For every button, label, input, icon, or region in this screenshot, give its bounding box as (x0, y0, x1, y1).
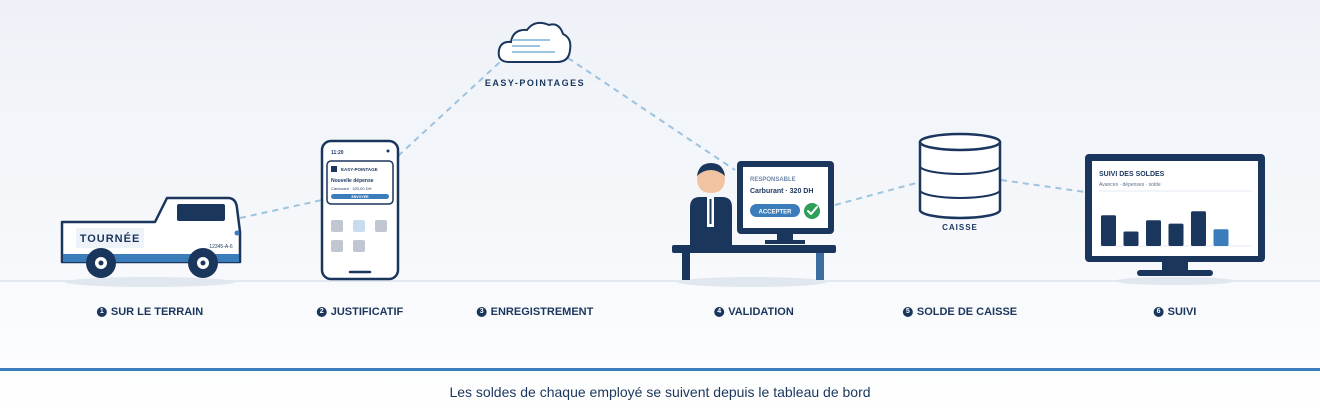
step-4: 4 VALIDATION (714, 306, 794, 318)
step-6: 6 SUIVI (1153, 306, 1197, 318)
step-5-label: SOLDE DE CAISSE (916, 306, 1018, 318)
dashboard-monitor-illustration (1085, 154, 1265, 285)
connector-truck-phone (239, 199, 323, 219)
validation-item: Carburant · 320 DH (750, 188, 813, 195)
step-3-label: ENREGISTREMENT (490, 306, 594, 318)
divider-line (0, 368, 1320, 371)
step-6-label: SUIVI (1167, 306, 1197, 318)
connector-phone-cloud (397, 61, 501, 157)
step-1: 1 SUR LE TERRAIN (96, 306, 204, 318)
step-labels: 1 SUR LE TERRAIN 2 JUSTIFICATIF 3 ENREGI… (0, 306, 1320, 326)
connector-cash-dashboard (1000, 179, 1086, 193)
dashboard-bar (1101, 215, 1116, 246)
cash-database-icon (918, 132, 1002, 220)
connector-cloud-validation (567, 57, 736, 171)
step-1-number: 1 (96, 307, 107, 317)
truck-plate: 12345-A-6 (209, 244, 233, 250)
cash-label: CAISSE (942, 223, 978, 232)
phone-time: 11:20 (331, 150, 344, 156)
validation-desk-illustration (672, 161, 836, 287)
dashboard-title: SUIVI DES SOLDES (1099, 171, 1165, 178)
phone-send-button: ENVOYER (351, 195, 369, 199)
dashboard-bar (1123, 231, 1139, 246)
cloud-label: EASY-POINTAGES (485, 78, 585, 88)
dashboard-bars (1101, 211, 1229, 246)
phone-illustration (320, 139, 400, 281)
dashboard-bar (1146, 220, 1161, 246)
step-5: 5 SOLDE DE CAISSE (902, 306, 1018, 318)
step-2-label: JUSTIFICATIF (330, 306, 404, 318)
step-3-number: 3 (476, 307, 487, 317)
phone-app-name: EASY-POINTAGE (341, 167, 378, 172)
step-5-number: 5 (902, 307, 913, 317)
connector-lines (239, 57, 1086, 219)
phone-card-detail: Carburant · 320,00 DH (331, 186, 372, 191)
cloud-icon (497, 21, 572, 63)
step-2: 2 JUSTIFICATIF (316, 306, 404, 318)
connector-validation-cash (834, 181, 921, 206)
validation-role: RESPONSABLE (750, 177, 796, 183)
dashboard-bar (1213, 229, 1229, 246)
flow-diagram: EASY-POINTAGES TOURNÉE 12345-A-6 11:20 E… (0, 21, 1320, 287)
step-4-number: 4 (714, 307, 725, 317)
accept-button: ACCEPTER (758, 210, 792, 216)
dashboard-bar (1191, 211, 1206, 246)
step-6-number: 6 (1153, 307, 1164, 317)
truck-illustration (60, 196, 242, 287)
dashboard-bar (1168, 223, 1184, 246)
truck-label: TOURNÉE (80, 232, 141, 245)
step-4-label: VALIDATION (728, 306, 794, 318)
phone-card-title: Nouvelle dépense (331, 178, 374, 184)
step-2-number: 2 (316, 307, 327, 317)
dashboard-subtitle: Avances · dépenses · solde (1099, 182, 1161, 188)
caption: Les soldes de chaque employé se suivent … (449, 384, 871, 400)
step-3: 3 ENREGISTREMENT (476, 306, 594, 318)
step-1-label: SUR LE TERRAIN (110, 306, 204, 318)
